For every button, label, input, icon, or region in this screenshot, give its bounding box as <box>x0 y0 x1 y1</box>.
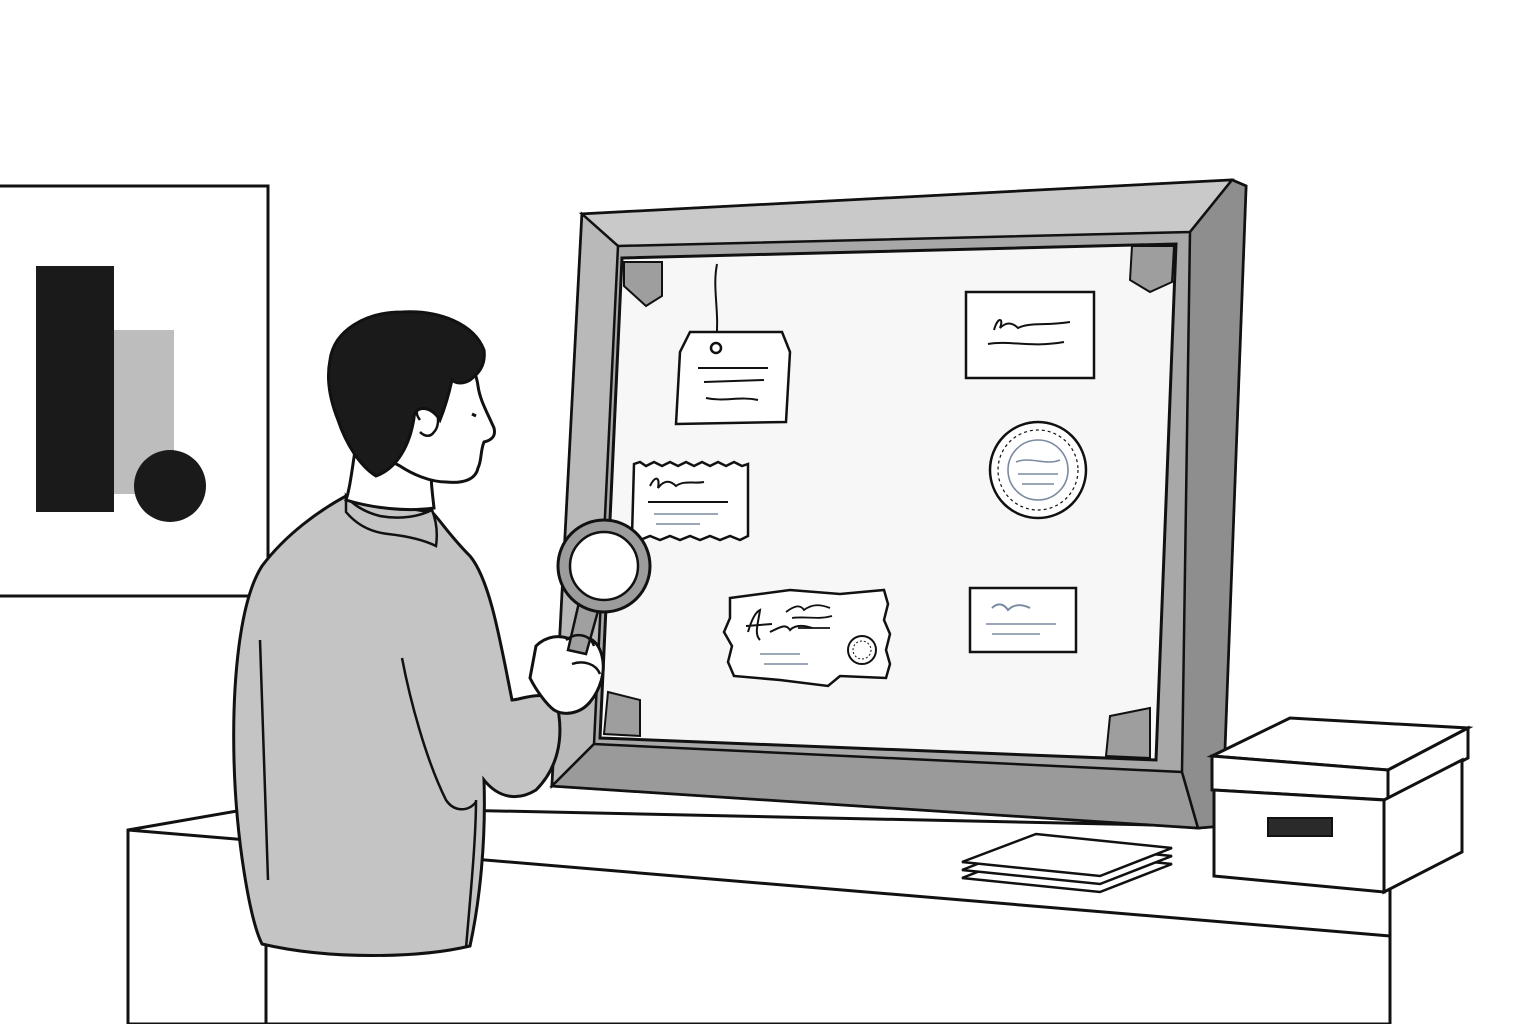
wall-artwork <box>0 184 270 598</box>
box-handle <box>1267 817 1333 837</box>
coat <box>232 494 562 957</box>
corner-bracket-br <box>1104 706 1151 760</box>
round-seal <box>988 420 1088 520</box>
person-with-magnifier <box>232 310 652 957</box>
artwork-black-dot <box>134 450 206 522</box>
corner-bracket-tr <box>1128 245 1176 294</box>
corner-bracket-bl <box>602 690 641 738</box>
artwork-black-bar <box>36 266 114 512</box>
hanging-tag <box>674 263 792 426</box>
paper-stack <box>961 832 1173 894</box>
torn-ticket <box>722 588 892 688</box>
hair <box>326 310 486 478</box>
corner-bracket-tl <box>623 261 663 308</box>
small-card <box>968 586 1078 654</box>
storage-box <box>1206 716 1474 895</box>
stamped-card <box>630 460 750 542</box>
signed-card <box>964 290 1096 380</box>
magnifier-icon <box>556 518 652 614</box>
